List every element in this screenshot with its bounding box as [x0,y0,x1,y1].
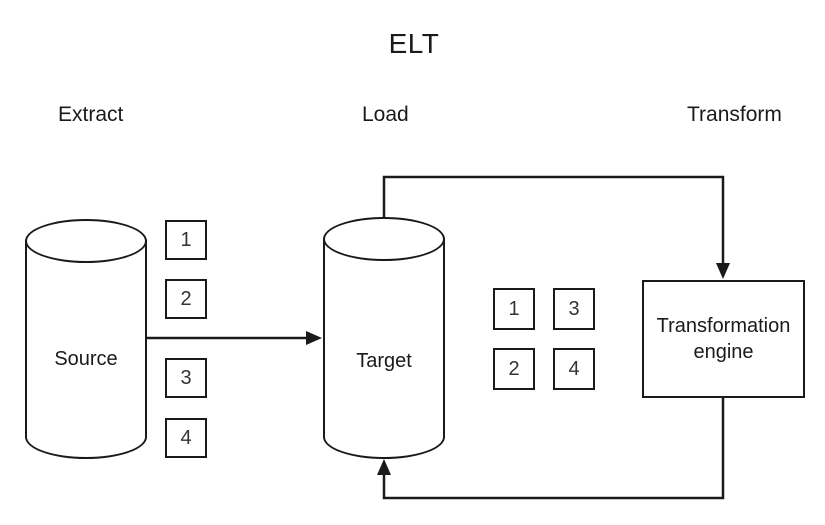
transformation-engine-node: Transformation engine [642,280,805,398]
source-item-box-1: 1 [165,220,207,260]
stage-label-extract: Extract [58,103,124,126]
staging-item-box-4: 4 [553,348,595,390]
source-cylinder-body [25,240,147,438]
target-cylinder-body [323,238,445,438]
arrow-source-to-target [146,331,322,345]
stage-label-transform: Transform [687,103,782,126]
staging-item-box-2: 2 [493,348,535,390]
staging-item-box-3: 3 [553,288,595,330]
arrow-target-to-engine [382,175,730,279]
target-database: Target [323,217,445,459]
stage-label-load: Load [362,103,409,126]
source-item-box-3: 3 [165,358,207,398]
staging-item-box-1: 1 [493,288,535,330]
source-database: Source [25,219,147,459]
source-item-box-2: 2 [165,279,207,319]
transformation-engine-label: Transformation engine [656,315,791,363]
source-item-box-4: 4 [165,418,207,458]
diagram-title: ELT [388,28,440,59]
target-cylinder-top-ellipse [323,217,445,261]
source-cylinder-top-ellipse [25,219,147,263]
arrow-engine-to-target [377,397,725,500]
target-label: Target [356,350,412,372]
source-label: Source [54,348,118,370]
